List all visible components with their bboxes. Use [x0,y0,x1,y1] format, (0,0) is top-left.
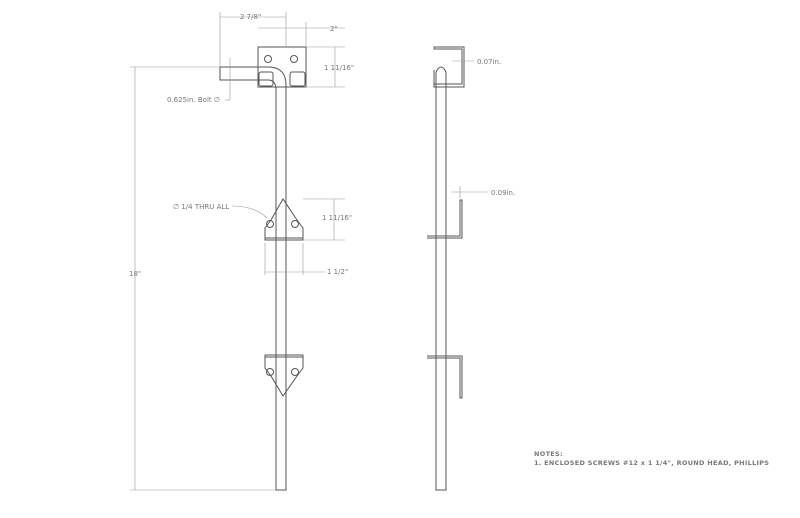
bolt-rod [219,66,287,491]
bottom-bracket [264,354,304,397]
dim-top-bracket-height: 1 11/16" [324,64,354,72]
hole [291,220,299,228]
side-view: 0.07in. 0.09in. [427,46,515,491]
bracket-tab [289,71,306,87]
hole [266,368,274,376]
hole-label: ∅ 1/4 THRU ALL [173,203,229,211]
hole [291,368,299,376]
dim-bracket-thickness: 0.09in. [491,189,515,197]
side-rod [435,66,447,491]
hole [264,55,272,63]
bolt-diameter-label: 0.625in. Bolt ∅ [167,96,220,104]
side-bottom-bracket [427,355,463,399]
dim-mid-bracket-width: 1 1/2" [327,268,348,276]
notes-block: NOTES: 1. ENCLOSED SCREWS #12 x 1 1/4", … [534,450,769,468]
side-top-bracket [433,46,465,88]
mid-bracket [264,198,304,241]
top-bracket [257,46,307,88]
hole [290,55,298,63]
front-view: 2 7/8" 2" 1 11/16" 0.625in. Bolt ∅ ∅ 1/4… [129,12,354,491]
dim-overall-length: 18" [129,270,141,278]
side-mid-bracket [427,199,463,239]
dim-handle-width: 2 7/8" [240,13,261,21]
dimension-lines [130,12,345,491]
side-dimension-lines [451,60,488,198]
dim-top-thickness: 0.07in. [477,58,501,66]
note-item: 1. ENCLOSED SCREWS #12 x 1 1/4", ROUND H… [534,459,770,467]
dim-mid-bracket-height: 1 11/16" [322,214,352,222]
notes-title: NOTES: [534,450,563,458]
bracket-tab [258,71,274,87]
dim-bracket-width: 2" [330,25,338,33]
hole [266,220,274,228]
